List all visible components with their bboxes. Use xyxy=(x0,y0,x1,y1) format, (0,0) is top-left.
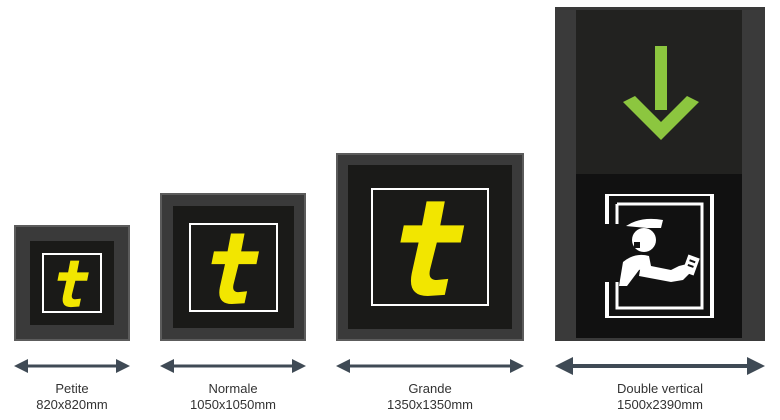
sign-panel xyxy=(173,206,294,328)
sign-size-name: Double vertical xyxy=(617,381,703,396)
sign-dimensions: 1500x2390mm xyxy=(617,397,703,412)
sign-panel xyxy=(348,165,512,329)
sign-panel xyxy=(30,241,114,325)
sign-dimensions: 820x820mm xyxy=(36,397,108,412)
dimension-arrow-normale xyxy=(160,359,306,373)
sign-panel-bottom xyxy=(576,174,742,338)
caption-petite: Petite 820x820mm xyxy=(14,381,130,413)
sign-petite xyxy=(14,225,130,341)
taxi-t-logo-icon xyxy=(400,201,465,297)
sign-frame xyxy=(189,223,278,312)
dimension-arrow-double-vertical xyxy=(555,357,765,375)
sign-frame xyxy=(42,253,102,313)
sign-grande xyxy=(336,153,524,341)
caption-normale: Normale 1050x1050mm xyxy=(160,381,306,413)
taxi-driver-icon xyxy=(605,194,714,318)
sign-dimensions: 1350x1350mm xyxy=(387,397,473,412)
dimension-arrow-grande xyxy=(336,359,524,373)
sign-size-name: Normale xyxy=(208,381,258,396)
sign-size-name: Petite xyxy=(55,381,89,396)
taxi-t-logo-icon xyxy=(211,233,259,305)
sign-normale xyxy=(160,193,306,341)
taxi-t-logo-icon xyxy=(57,260,89,308)
sign-dimensions: 1050x1050mm xyxy=(190,397,276,412)
dimension-arrow-petite xyxy=(14,359,130,373)
caption-grande: Grande 1350x1350mm xyxy=(336,381,524,413)
down-arrow-icon xyxy=(623,46,699,140)
sign-size-name: Grande xyxy=(408,381,452,396)
sign-frame xyxy=(371,188,489,306)
caption-double-vertical: Double vertical 1500x2390mm xyxy=(555,381,765,413)
sign-panel-top xyxy=(576,10,742,174)
sign-double-vertical xyxy=(555,7,765,341)
